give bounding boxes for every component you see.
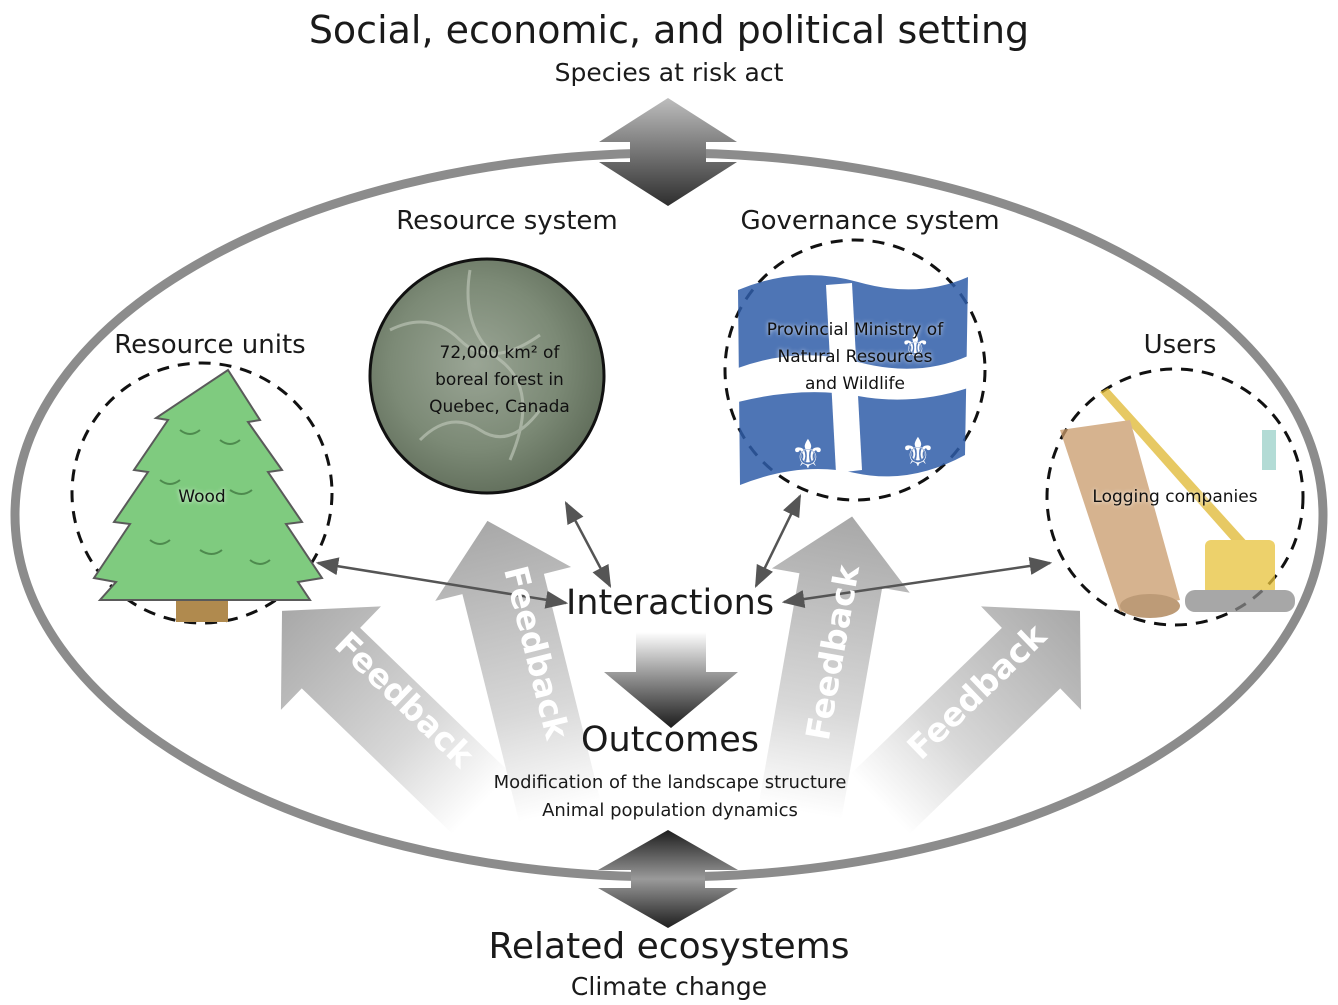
feedback-arrow-4 <box>850 606 1082 835</box>
users-heading: Users <box>1143 330 1217 360</box>
resource-system-label: 72,000 km² of boreal forest in Quebec, C… <box>429 343 570 417</box>
interactions-to-outcomes-arrow <box>604 632 738 728</box>
quebec-flag-icon: ⚜ ⚜ ⚜ <box>738 275 968 485</box>
svg-text:⚜: ⚜ <box>900 430 936 476</box>
top-double-arrow <box>599 98 737 206</box>
connector-resource-units <box>315 557 569 609</box>
resource-units-label: Wood <box>178 487 226 507</box>
tree-icon <box>92 368 324 622</box>
connector-resource-system <box>564 501 612 588</box>
interactions-label: Interactions <box>565 583 775 623</box>
governance-system-label: Provincial Ministry of Natural Resources… <box>766 320 944 394</box>
governance-system-circle: ⚜ ⚜ ⚜ <box>723 238 987 502</box>
resource-system-heading: Resource system <box>396 206 618 236</box>
connector-users <box>781 557 1053 608</box>
users-label: Logging companies <box>1092 487 1258 507</box>
svg-text:⚜: ⚜ <box>900 327 930 367</box>
bottom-subtitle: Climate change <box>570 972 768 1001</box>
feedback-arrow-1 <box>280 606 512 835</box>
resource-system-circle <box>368 257 606 495</box>
outcome-1: Modification of the landscape structure <box>493 772 847 793</box>
logging-equipment-icon <box>1060 388 1295 618</box>
resource-units-heading: Resource units <box>114 330 306 360</box>
connector-governance-system <box>754 493 802 589</box>
outcomes-label: Outcomes <box>581 720 759 760</box>
governance-system-heading: Governance system <box>740 206 1000 236</box>
resource-units-circle <box>70 361 334 625</box>
bottom-title: Related ecosystems <box>488 926 850 967</box>
top-subtitle: Species at risk act <box>554 58 784 87</box>
users-circle <box>1045 367 1305 627</box>
bottom-double-arrow <box>598 830 738 928</box>
svg-text:⚜: ⚜ <box>790 432 826 478</box>
outcome-2: Animal population dynamics <box>542 800 798 821</box>
top-title: Social, economic, and political setting <box>308 8 1030 52</box>
